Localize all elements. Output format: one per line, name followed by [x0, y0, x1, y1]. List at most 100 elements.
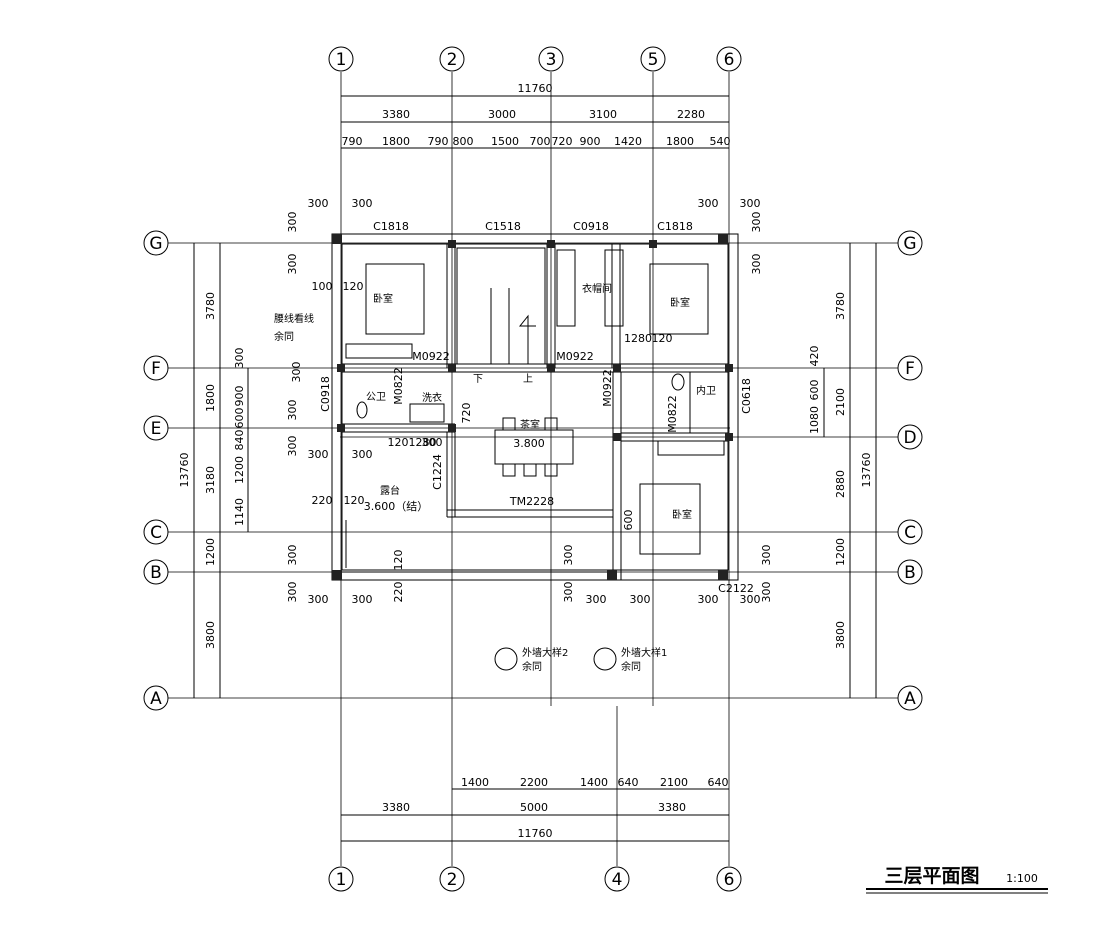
column: [725, 433, 733, 441]
drawing-title: 三层平面图: [884, 865, 979, 887]
axis-grid-lines: [168, 72, 898, 866]
room-label-terrace: 露台: [380, 484, 400, 497]
static-geometry: [193, 95, 1048, 894]
dim-misc: 220: [392, 582, 405, 603]
dim-misc: 300: [286, 254, 299, 275]
column: [613, 364, 621, 372]
column: [448, 424, 456, 432]
column: [448, 240, 456, 248]
dim-misc: 100: [312, 280, 333, 293]
dim-misc: 300: [286, 582, 299, 603]
window-label: C0918: [319, 376, 332, 412]
dim-top-inner: 720: [552, 135, 573, 148]
window-label: TM2228: [509, 495, 554, 508]
wardrobe-closet-right: [604, 249, 624, 327]
dim-top-inner: 700: [530, 135, 551, 148]
column: [649, 240, 657, 248]
dim-misc: 300: [286, 545, 299, 566]
dim-left-inner: 900: [233, 386, 246, 407]
note-waist-line: 腰线看线: [274, 312, 314, 325]
dim-misc: 300: [750, 254, 763, 275]
axis-bubble-left: [143, 355, 169, 381]
room-label-bedroom: 卧室: [672, 508, 692, 521]
column: [718, 570, 728, 580]
dim-right-mid: 3780: [834, 292, 847, 320]
room-label-private-wc: 内卫: [696, 384, 716, 397]
note-same: 余同: [522, 660, 542, 673]
dim-left-mid: 3180: [204, 466, 217, 494]
dim-left-inner: 300: [233, 348, 246, 369]
dim-top-inner: 1800: [382, 135, 410, 148]
dim-top-inner: 1800: [666, 135, 694, 148]
axis-bubble-left: [143, 415, 169, 441]
axis-label-top: 2: [447, 50, 458, 70]
stair-down-label: 下: [473, 374, 483, 385]
dim-bottom-inner: 1400: [461, 776, 489, 789]
dim-top-inner: 790: [342, 135, 363, 148]
dim-misc: 1201280: [388, 436, 437, 449]
toilet-private: [671, 373, 685, 391]
dim-left-total: 13760: [178, 453, 191, 488]
dim-left-mid: 3800: [204, 621, 217, 649]
column: [337, 364, 345, 372]
axis-bubble-left: [143, 685, 169, 711]
tea-chair: [523, 463, 537, 477]
axis-bubbles: [143, 46, 923, 892]
axis-label-bottom: 1: [336, 870, 347, 890]
note-detail2: 外墙大样2: [522, 646, 568, 659]
axis-bubble-left: [143, 519, 169, 545]
axis-label-right: F: [905, 359, 915, 379]
bed-top-left: [365, 263, 425, 335]
dim-misc: 300: [290, 362, 303, 383]
dim-misc: 300: [308, 593, 329, 606]
axis-label-right: A: [904, 689, 916, 709]
door-label: M0922: [412, 350, 450, 363]
axis-label-left: C: [150, 523, 162, 543]
dim-misc: 300: [286, 400, 299, 421]
dim-left-mid: 1800: [204, 384, 217, 412]
dim-right-inner: 600: [808, 380, 821, 401]
dim-misc: 300: [562, 545, 575, 566]
axis-bubble-left: [143, 559, 169, 585]
dim-misc: 300: [308, 448, 329, 461]
dim-misc: 300: [698, 593, 719, 606]
room-label-bedroom: 卧室: [670, 296, 690, 309]
dim-misc: 300: [586, 593, 607, 606]
stair-up-label: 上: [523, 373, 533, 385]
column: [332, 234, 342, 244]
dim-top-mid: 3000: [488, 108, 516, 121]
door-label: M0922: [556, 350, 594, 363]
axis-bubble-right: [897, 559, 923, 585]
dim-top-inner: 790: [428, 135, 449, 148]
axis-bubble-bottom: [716, 866, 742, 892]
axis-label-top: 1: [336, 50, 347, 70]
axis-label-right: G: [903, 234, 916, 254]
axis-label-left: A: [150, 689, 162, 709]
dim-left-inner: 1140: [233, 498, 246, 526]
axis-bubble-left: [143, 230, 169, 256]
column: [547, 240, 555, 248]
room-label-public-wc: 公卫: [366, 392, 386, 403]
dim-bottom-mid: 5000: [520, 801, 548, 814]
dim-left-mid: 1200: [204, 538, 217, 566]
column: [547, 364, 555, 372]
stair-arrow: [518, 314, 536, 364]
bed-bottom-right: [639, 483, 701, 555]
window-label: C2122: [718, 582, 754, 595]
axis-label-top: 5: [648, 50, 659, 70]
laundry-box: [409, 403, 445, 423]
dim-misc: 220: [312, 494, 333, 507]
stair-outline: [456, 247, 546, 365]
dim-misc: 300: [562, 582, 575, 603]
dim-misc: 300: [740, 197, 761, 210]
axis-label-top: 3: [546, 50, 557, 70]
dim-misc: 300: [352, 197, 373, 210]
axis-bubble-right: [897, 424, 923, 450]
dim-bottom-inner: 640: [708, 776, 729, 789]
axis-bubble-bottom: [439, 866, 465, 892]
note-detail1: 外墙大样1: [621, 646, 667, 659]
drawing-scale: 1:100: [1006, 872, 1038, 885]
axis-label-right: B: [904, 563, 916, 583]
detail-callout-2: [494, 647, 518, 671]
axis-label-left: B: [150, 563, 162, 583]
